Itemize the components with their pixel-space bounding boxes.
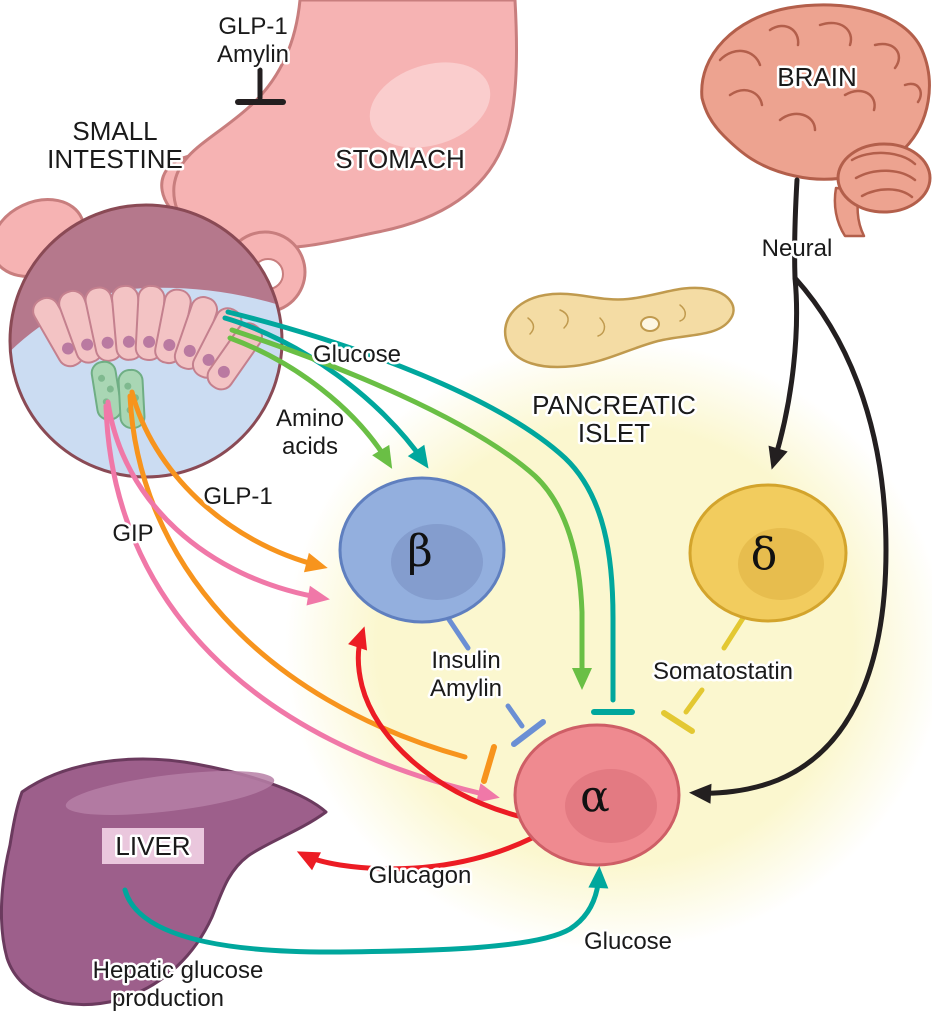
amino-acids-label-line1: Amino [276, 405, 344, 432]
brain-illustration [700, 3, 932, 238]
beta-cell-label: β [407, 526, 432, 577]
small-intestine-label-line2: INTESTINE [47, 144, 183, 174]
glp1-amylin-label-line1: GLP-1 [218, 13, 287, 40]
epithelial-cells [32, 284, 263, 391]
pancreatic-islet-label-line2: ISLET [578, 418, 650, 448]
arrow-amino-acids [227, 327, 592, 690]
brain-label: BRAIN [777, 62, 856, 92]
glp1-amylin-label-line2: Amylin [217, 41, 289, 68]
liver-label-box [102, 828, 204, 864]
glucose-liver-label: Glucose [584, 928, 672, 955]
glucagon-label: Glucagon [369, 862, 472, 889]
brain-gyri [718, 21, 922, 199]
pancreas-illustration [503, 286, 735, 369]
glucose-gut-label: Glucose [313, 341, 401, 368]
arrow-glucose-gut [222, 309, 635, 715]
beta-cell: β [338, 476, 506, 624]
arrow-neural [689, 177, 889, 804]
stomach-label: STOMACH [335, 144, 465, 174]
delta-cell: δ [688, 483, 848, 623]
hepatic-label-line1: Hepatic glucose [93, 957, 264, 984]
liver-label: LIVER [115, 831, 190, 861]
somatostatin-label: Somatostatin [653, 658, 793, 685]
arrow-insulin-amylin [445, 615, 546, 747]
alpha-cell-label: α [580, 771, 610, 822]
hepatic-label-line2: production [112, 985, 224, 1012]
pancreas-texture [527, 304, 686, 337]
small-intestine-label-line1: SMALL [72, 116, 157, 146]
arrow-glucagon [296, 626, 535, 872]
arrow-hepatic-glucose [122, 866, 609, 955]
pancreatic-islet-label-line1: PANCREATIC [532, 390, 696, 420]
liver-illustration [0, 757, 328, 1007]
inhibit-glp1-amylin-stomach [235, 67, 286, 105]
neural-label: Neural [762, 235, 833, 262]
pancreas-islet-dot [640, 316, 660, 332]
insulin-amylin-label-line1: Insulin [431, 647, 500, 674]
glp1-label: GLP-1 [203, 483, 272, 510]
arrow-somatostatin [661, 612, 748, 734]
gip-label: GIP [112, 520, 153, 547]
amino-acids-label-line2: acids [282, 433, 338, 460]
alpha-cell: α [513, 723, 681, 867]
delta-cell-label: δ [751, 529, 778, 580]
insulin-amylin-label-line2: Amylin [430, 675, 502, 702]
arrow-gip [103, 399, 500, 803]
